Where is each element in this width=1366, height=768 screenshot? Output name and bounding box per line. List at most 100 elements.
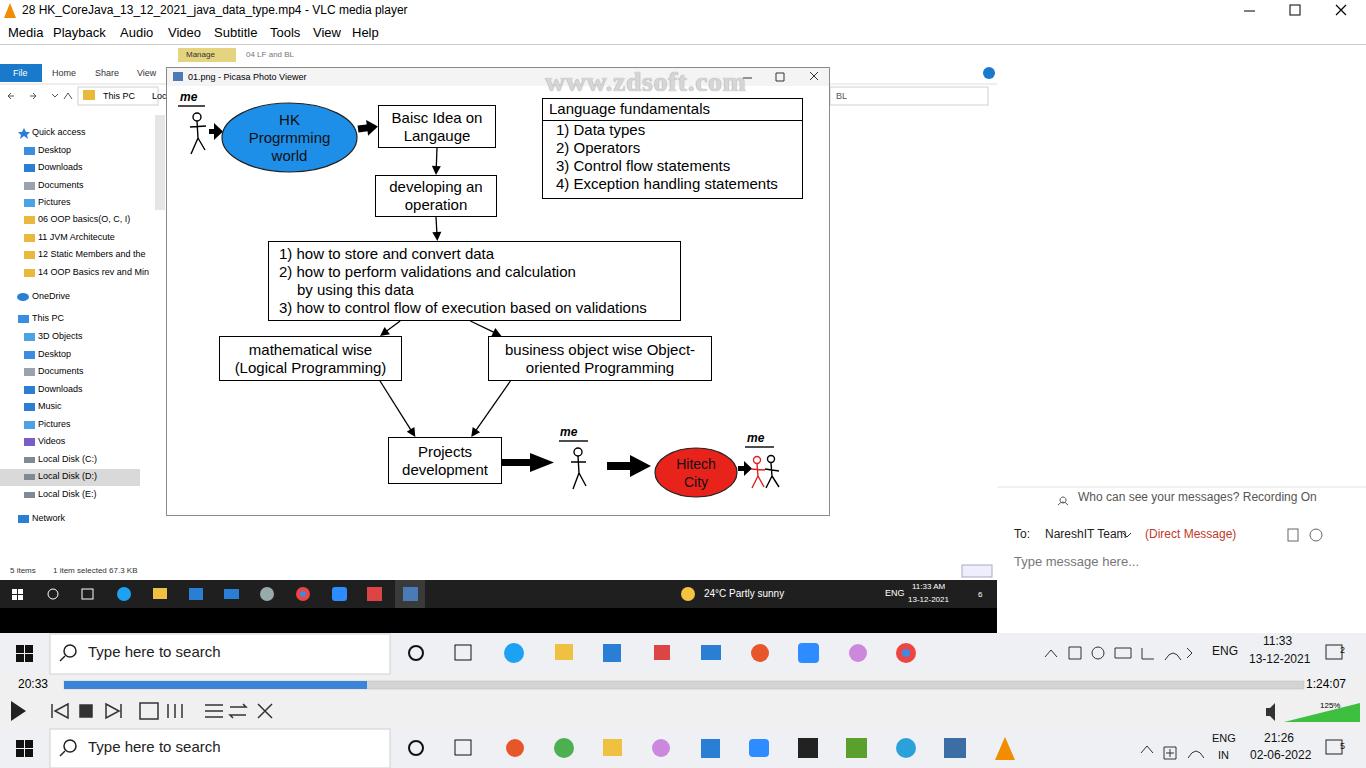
taskbar-icon [749, 739, 769, 757]
notification-icon [1326, 740, 1342, 754]
nav-item: This PC [32, 313, 64, 323]
menu-item: Playback [53, 26, 106, 41]
connector-line [386, 321, 401, 332]
chat-divider [997, 487, 1366, 488]
box-heading: Language fundamentals [543, 99, 802, 121]
arrow-head [432, 166, 441, 175]
taskbar-icon [409, 741, 423, 755]
layout-part [12, 595, 17, 600]
folder-icon [24, 251, 35, 259]
node-text: developing an operation [381, 178, 491, 214]
tray-icons [1045, 646, 1195, 660]
layout-part [765, 463, 779, 488]
close-icon [1336, 5, 1346, 15]
nav-item: Videos [38, 436, 65, 446]
minimize-icon [1244, 11, 1255, 12]
nav-item: Local Disk (C:) [38, 454, 97, 464]
status-text: 1 item selected 67.3 KB [53, 566, 138, 575]
time-total: 1:24:07 [1306, 678, 1346, 692]
layout-part [52, 704, 68, 718]
layout-part [205, 705, 223, 717]
ribbon-tab: Share [95, 68, 119, 78]
list-item: 4) Exception handling statements [543, 175, 802, 196]
nav-item: Downloads [38, 384, 83, 394]
taskbar-icon [654, 645, 670, 660]
menu-bar [0, 22, 1366, 45]
windows-logo [16, 645, 33, 662]
shape-text: Hitech City [668, 455, 724, 491]
taskbar-icon [555, 644, 573, 660]
play-button [11, 701, 26, 721]
folder-icon [24, 421, 35, 429]
ellipse-outline [654, 447, 738, 498]
chat-field: To: [1014, 528, 1030, 542]
taskbar-icon [153, 588, 167, 599]
layout-part [25, 749, 33, 757]
nav-item: Local Disk (E:) [38, 489, 97, 499]
explorer-window [0, 45, 997, 580]
file-tab [0, 64, 42, 82]
figure-label: me [747, 432, 764, 446]
folder-icon [24, 182, 35, 190]
menu-item: Audio [120, 26, 153, 41]
tray-text: ENG [1212, 645, 1238, 659]
progress-fill [64, 681, 367, 689]
figure-label: me [180, 91, 197, 105]
list-item: 1) how to store and convert data [279, 245, 494, 263]
thick-arrow [209, 123, 223, 140]
process-box: Baisc Idea on Langauge [378, 105, 496, 148]
maximize-icon [1290, 5, 1300, 15]
taskbar-icon [902, 649, 910, 657]
nav-item: 12 Static Members and the [38, 249, 146, 259]
layout-part [140, 703, 158, 719]
folder-icon [24, 147, 35, 155]
layout-part [16, 740, 24, 748]
tray-icons [1141, 746, 1204, 759]
nav-item: Music [38, 401, 62, 411]
layout-part [190, 121, 206, 154]
layout-part [193, 113, 201, 121]
taskbar-icon [849, 644, 867, 662]
nav-item: Desktop [38, 349, 71, 359]
search-box [50, 729, 390, 768]
control-buttons [52, 703, 272, 719]
taskbar-icon [296, 587, 310, 601]
title-bar [0, 0, 1366, 22]
notification-count: 6 [978, 590, 982, 599]
taskbar-icon [260, 587, 274, 601]
layout-part [768, 456, 775, 463]
menu-item: Help [352, 26, 379, 41]
list-item: 2) Operators [543, 139, 802, 157]
chat-icons [1288, 529, 1298, 541]
folder-icon [24, 164, 35, 172]
taskbar-icon [798, 643, 819, 663]
node-text: Projects development [394, 443, 496, 479]
disk-icon [24, 474, 35, 480]
taskbar-icon [506, 739, 524, 757]
taskbar-icon [995, 737, 1015, 760]
nav-item: OneDrive [32, 291, 70, 301]
layout-part [25, 654, 33, 662]
taskbar-icon [189, 588, 203, 600]
weather-text: 24°C Partly sunny [704, 588, 784, 600]
windows-logo [16, 740, 33, 757]
layout-part [16, 749, 24, 757]
tray-text: ENG [1212, 732, 1236, 745]
taskbar-icon [944, 738, 966, 758]
chat-icons [1310, 529, 1322, 541]
layout-part [230, 704, 246, 718]
nav-item: Quick access [32, 127, 86, 137]
nav-icons [17, 128, 35, 523]
folder-icon [24, 351, 35, 359]
viewer-title: 01.png - Picasa Photo Viewer [188, 72, 306, 82]
taskbar-icon [798, 738, 818, 758]
taskbar-icon [701, 739, 720, 758]
window-title: 28 HK_CoreJava_13_12_2021_java_data_type… [22, 4, 408, 18]
connector-arrow [432, 217, 441, 241]
node-text: mathematical wise (Logical Programming) [225, 341, 396, 377]
stick-figure [559, 441, 588, 489]
chat-notice: Who can see your messages? Recording On [1078, 491, 1317, 505]
disk-icon [24, 492, 35, 498]
weather-icon [681, 587, 695, 601]
